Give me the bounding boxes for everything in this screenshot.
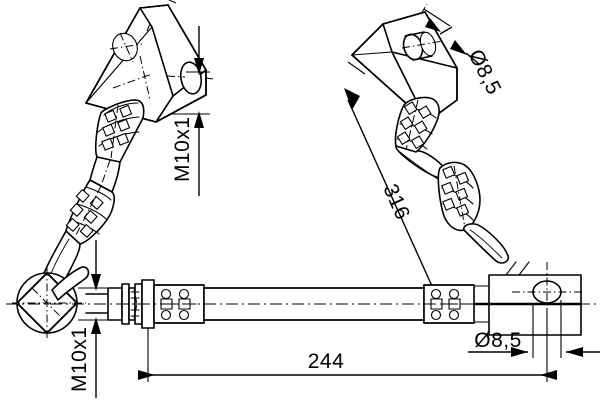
dimension-label-dia85-lower: Ø8,5 bbox=[474, 329, 522, 352]
dimension-m10x1-lower: M10x1 bbox=[68, 240, 118, 398]
dimension-label-244: 244 bbox=[308, 350, 345, 373]
crimp-ferrule-upper-left-b bbox=[64, 179, 116, 246]
banjo-block-upper-left bbox=[85, 0, 215, 123]
crimp-collar-left bbox=[153, 284, 205, 324]
upper-right-view bbox=[351, 3, 510, 264]
dimension-244: 244 bbox=[138, 308, 557, 382]
hose-tail-upper-right bbox=[463, 223, 510, 264]
dimension-m10x1-upper: M10x1 bbox=[171, 26, 210, 196]
dimension-dia85-lower: Ø8,5 bbox=[468, 300, 600, 358]
end-block-right bbox=[473, 261, 585, 345]
dimension-label-m10x1-upper: M10x1 bbox=[171, 116, 194, 182]
crimp-ferrule-upper-left-a bbox=[94, 99, 145, 166]
lower-view bbox=[6, 261, 600, 345]
connector-neck-left bbox=[85, 293, 111, 314]
crimp-ferrule-upper-right-a bbox=[394, 96, 440, 156]
crimp-ferrule-upper-right-b bbox=[437, 161, 481, 232]
upper-left-view bbox=[41, 0, 215, 291]
dimension-label-m10x1-lower: M10x1 bbox=[68, 326, 91, 392]
banjo-eye-left bbox=[12, 266, 90, 338]
